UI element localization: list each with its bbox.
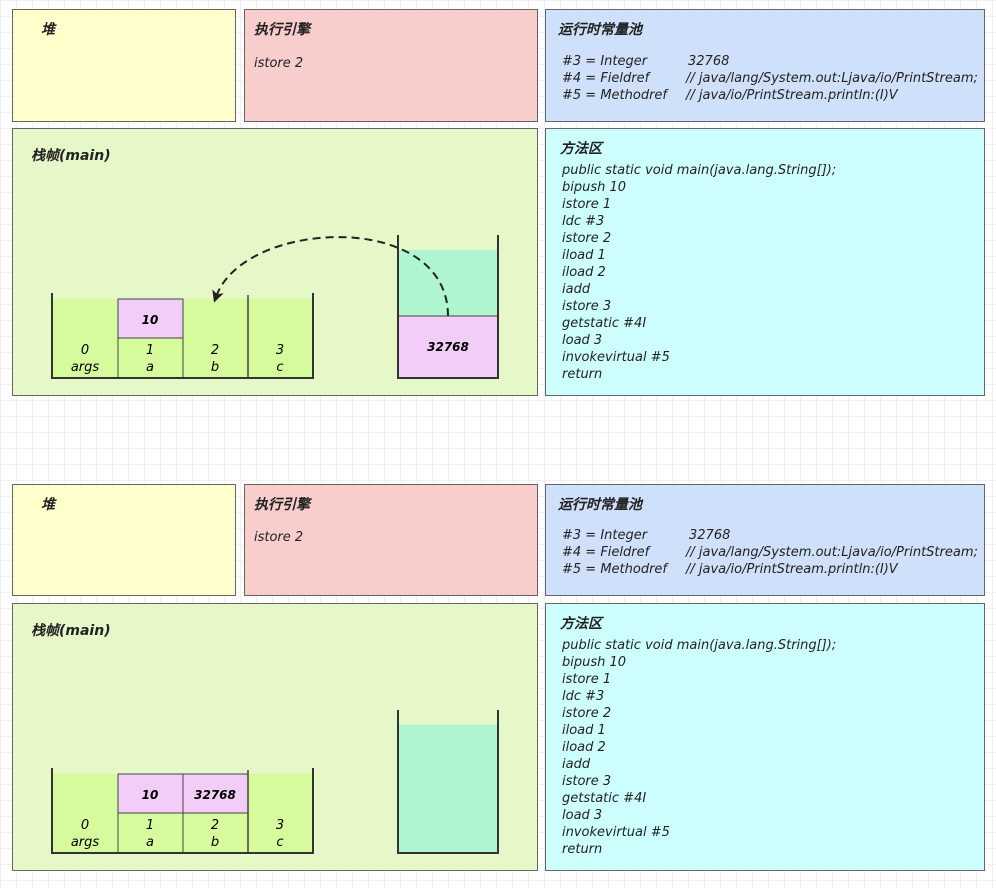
slot-name: b bbox=[211, 360, 219, 375]
current-instruction: istore 2 bbox=[254, 56, 304, 71]
slot-name: a bbox=[146, 360, 154, 375]
pool-entry-value: // java/io/PrintStream.println:(I)V bbox=[686, 88, 898, 103]
execution-engine-panel: 执行引擎 istore 2 bbox=[244, 484, 538, 596]
bytecode-line: public static void main(java.lang.String… bbox=[562, 163, 837, 178]
heap-title: 堆 bbox=[41, 22, 55, 38]
execution-engine-title: 执行引擎 bbox=[254, 22, 310, 38]
runtime-constant-pool-panel: 运行时常量池 #3 = Integer 32768 #4 = Fieldref … bbox=[545, 484, 985, 596]
method-area-title: 方法区 bbox=[560, 141, 602, 157]
slot-index: 3 bbox=[276, 343, 284, 358]
slot-index: 1 bbox=[146, 343, 154, 358]
bytecode-line: istore 1 bbox=[562, 672, 612, 687]
slot-index: 2 bbox=[211, 343, 219, 358]
heap-title: 堆 bbox=[41, 497, 55, 513]
transfer-arrow bbox=[212, 236, 449, 317]
slot-value: 10 bbox=[142, 313, 159, 327]
bytecode-line: istore 3 bbox=[562, 774, 612, 789]
stack-frame-diagram: 10 0 args 1 a 2 b 3 c 32768 bbox=[51, 235, 499, 379]
operand-stack-entry: 32768 bbox=[427, 340, 469, 354]
pool-entry-value: // java/io/PrintStream.println:(I)V bbox=[686, 562, 898, 577]
bytecode-line: ldc #3 bbox=[562, 214, 605, 229]
pool-entry-value: // java/lang/System.out:Ljava/io/PrintSt… bbox=[686, 71, 978, 86]
heap-panel: 堆 bbox=[12, 9, 236, 122]
pool-entry-key: #4 = Fieldref bbox=[562, 545, 650, 560]
bytecode-line: iload 1 bbox=[562, 248, 606, 263]
stack-frame-panel: 栈帧(main) 10 32768 0 args 1 a 2 b 3 c bbox=[12, 603, 538, 871]
slot-index: 0 bbox=[81, 343, 89, 358]
slot-value: 10 bbox=[142, 788, 159, 802]
bytecode-line: ldc #3 bbox=[562, 689, 605, 704]
bytecode-line: bipush 10 bbox=[562, 180, 627, 195]
execution-engine-title: 执行引擎 bbox=[254, 497, 310, 513]
method-area-title: 方法区 bbox=[560, 616, 602, 632]
operand-stack-container bbox=[397, 235, 499, 379]
pool-entry-value: 32768 bbox=[689, 528, 731, 543]
runtime-constant-pool-panel: 运行时常量池 #3 = Integer 32768 #4 = Fieldref … bbox=[545, 9, 985, 122]
bytecode-line: iadd bbox=[562, 757, 591, 772]
bytecode-line: istore 1 bbox=[562, 197, 612, 212]
slot-name: c bbox=[276, 835, 283, 850]
bytecode-line: load 3 bbox=[562, 808, 603, 823]
method-area-panel: 方法区 public static void main(java.lang.St… bbox=[545, 603, 985, 871]
slot-name: args bbox=[71, 835, 100, 850]
bytecode-line: invokevirtual #5 bbox=[562, 350, 670, 365]
bytecode-line: return bbox=[562, 367, 603, 382]
pool-entry-value: 32768 bbox=[688, 54, 730, 69]
local-variable-container bbox=[51, 293, 314, 379]
bytecode-line: public static void main(java.lang.String… bbox=[562, 638, 837, 653]
stack-frame-panel: 栈帧(main) 10 0 args 1 a 2 b 3 c bbox=[12, 128, 538, 396]
slot-index: 3 bbox=[276, 818, 284, 833]
stack-frame-diagram: 10 32768 0 args 1 a 2 b 3 c bbox=[51, 710, 499, 854]
bytecode-list: public static void main(java.lang.String… bbox=[562, 637, 836, 858]
bytecode-line: getstatic #4I bbox=[562, 316, 647, 331]
pool-entry-key: #4 = Fieldref bbox=[562, 71, 650, 86]
slot-name: b bbox=[211, 835, 219, 850]
bytecode-line: return bbox=[562, 842, 603, 857]
heap-panel: 堆 bbox=[12, 484, 236, 596]
slot-name: a bbox=[146, 835, 154, 850]
slot-index: 1 bbox=[146, 818, 154, 833]
pool-entry-key: #5 = Methodref bbox=[562, 562, 667, 577]
operand-stack-fill bbox=[398, 250, 498, 316]
local-variable-table: 10 0 args 1 a 2 b 3 c bbox=[51, 293, 314, 379]
bytecode-line: iload 1 bbox=[562, 723, 606, 738]
bytecode-line: bipush 10 bbox=[562, 655, 627, 670]
bytecode-line: istore 3 bbox=[562, 299, 612, 314]
slot-value-box bbox=[117, 773, 184, 814]
stack-frame-title: 栈帧(main) bbox=[31, 623, 111, 639]
bytecode-line: istore 2 bbox=[562, 231, 612, 246]
bytecode-line: invokevirtual #5 bbox=[562, 825, 670, 840]
local-variable-container bbox=[51, 768, 314, 854]
current-instruction: istore 2 bbox=[254, 530, 304, 545]
method-area-panel: 方法区 public static void main(java.lang.St… bbox=[545, 128, 985, 396]
local-variable-table: 10 32768 0 args 1 a 2 b 3 c bbox=[51, 768, 314, 854]
pool-entry-key: #5 = Methodref bbox=[562, 88, 667, 103]
stack-frame-title: 栈帧(main) bbox=[31, 148, 111, 164]
bytecode-line: istore 2 bbox=[562, 706, 612, 721]
slot-name: c bbox=[276, 360, 283, 375]
bytecode-line: iload 2 bbox=[562, 265, 606, 280]
operand-stack bbox=[397, 710, 499, 854]
operand-stack: 32768 bbox=[397, 235, 499, 379]
execution-engine-panel: 执行引擎 istore 2 bbox=[244, 9, 538, 122]
bytecode-line: load 3 bbox=[562, 333, 603, 348]
slot-index: 2 bbox=[211, 818, 219, 833]
slot-name: args bbox=[71, 360, 100, 375]
bytecode-list: public static void main(java.lang.String… bbox=[562, 162, 836, 383]
bytecode-line: getstatic #4I bbox=[562, 791, 647, 806]
slot-value: 32768 bbox=[194, 788, 236, 802]
pool-entry-value: // java/lang/System.out:Ljava/io/PrintSt… bbox=[686, 545, 978, 560]
operand-stack-container bbox=[397, 710, 499, 854]
runtime-constant-pool-title: 运行时常量池 bbox=[558, 497, 642, 513]
pool-entry-key: #3 = Integer bbox=[562, 528, 648, 543]
bytecode-line: iload 2 bbox=[562, 740, 606, 755]
pool-entry-key: #3 = Integer bbox=[562, 54, 648, 69]
operand-stack-fill bbox=[398, 725, 498, 853]
slot-value-box bbox=[182, 773, 249, 814]
slot-index: 0 bbox=[81, 818, 89, 833]
bytecode-line: iadd bbox=[562, 282, 591, 297]
runtime-constant-pool-title: 运行时常量池 bbox=[558, 22, 642, 38]
